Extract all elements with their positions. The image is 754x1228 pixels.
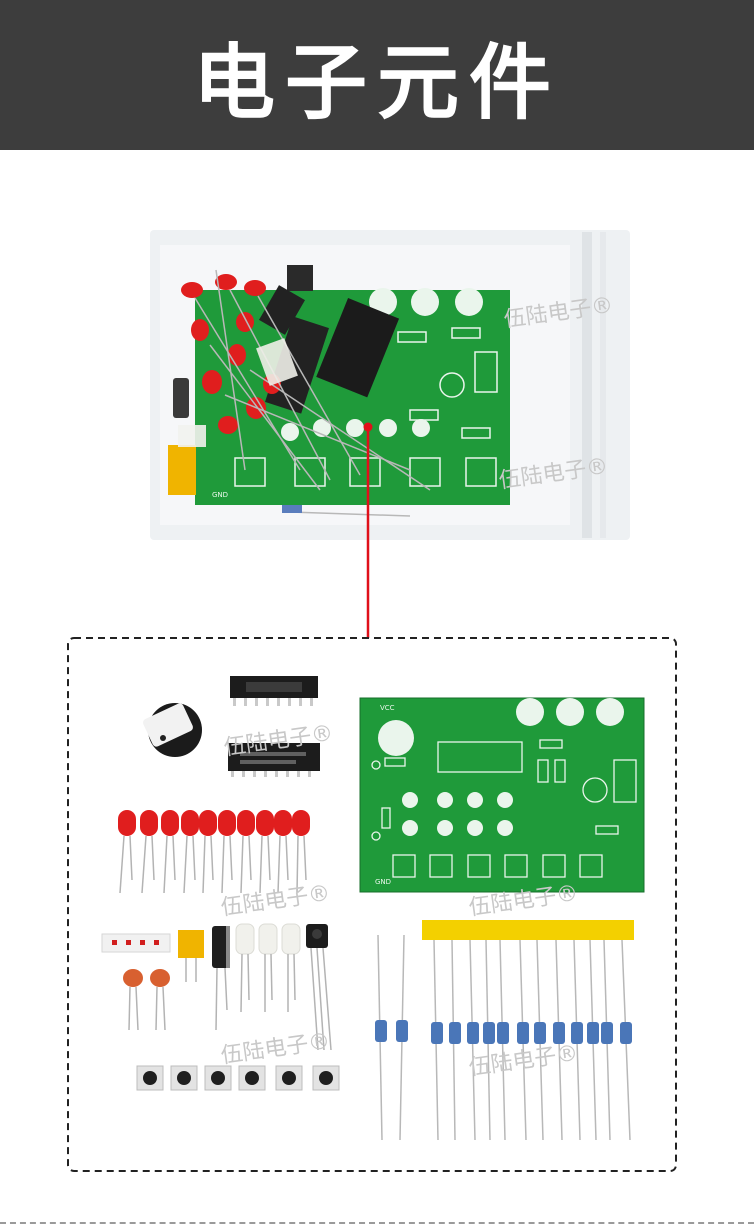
tactile-buttons: [136, 1065, 340, 1091]
buzzer: [143, 703, 202, 757]
pcb-vcc-label: VCC: [380, 704, 395, 712]
pcb-gnd-label: GND: [375, 878, 391, 886]
ic-socket: [230, 676, 318, 706]
bagged-button: [287, 265, 313, 291]
white-leds: [235, 923, 301, 955]
resistor-tape: [422, 920, 634, 940]
bare-pcb: VCC GND: [359, 697, 645, 893]
ceramic-capacitor-2: [150, 969, 170, 987]
page-header: 电子元件: [0, 0, 754, 150]
bag-zipper: [582, 232, 592, 538]
packaged-kit-photo: GND 伍陆电子® 伍陆电子®: [150, 230, 630, 540]
bottom-divider: [0, 1222, 754, 1224]
resistor-strip: [375, 920, 634, 1141]
red-leds: [118, 810, 310, 894]
bagged-resistor: [282, 505, 302, 513]
crystal: [178, 930, 204, 958]
ic-chip: [228, 743, 320, 777]
bagged-capacitor: [173, 378, 189, 418]
page-title: 电子元件: [192, 35, 561, 131]
bagged-yellow-part: [168, 445, 196, 495]
small-components: [101, 923, 332, 1051]
bagged-pcb-gnd-label: GND: [212, 491, 228, 499]
bagged-leads: [194, 269, 431, 517]
ceramic-capacitor-1: [123, 969, 143, 987]
electrolytic-capacitor: [212, 926, 230, 968]
bagged-ic: [316, 298, 400, 398]
